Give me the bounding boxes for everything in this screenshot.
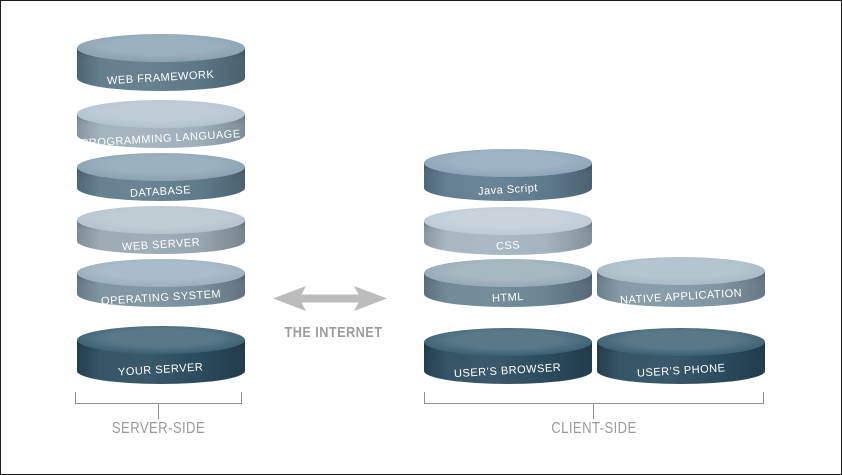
cylinder-label: WEB FRAMEWORK: [107, 68, 215, 87]
cylinder-top-ellipse: [424, 149, 592, 177]
cylinder-label: DATABASE: [130, 184, 192, 200]
cylinder-top-ellipse: [424, 259, 592, 287]
cylinder-label: PROGRAMMING LANGUAGE: [80, 128, 242, 150]
client-side-bracket: [424, 392, 764, 404]
server-side-bracket: [75, 392, 242, 404]
cylinder-label: YOUR SERVER: [118, 361, 204, 379]
cylinder-top-ellipse: [424, 328, 592, 356]
cylinder-users-browser: USER’S BROWSER: [424, 328, 592, 384]
client-web-stack: Java Script CSS HTML USER’S BROWSER: [424, 149, 592, 384]
cylinder-css: CSS: [424, 207, 592, 255]
cylinder-javascript: Java Script: [424, 149, 592, 201]
cylinder-top-ellipse: [77, 100, 245, 128]
cylinder-top-ellipse: [77, 153, 245, 181]
cylinder-label: CSS: [495, 239, 521, 253]
cylinder-top-ellipse: [424, 207, 592, 235]
cylinder-label: USER’S PHONE: [636, 362, 726, 380]
internet-label: THE INTERNET: [284, 324, 383, 341]
cylinder-web-framework: WEB FRAMEWORK: [77, 34, 245, 91]
cylinder-label: NATIVE APPLICATION: [619, 287, 743, 307]
cylinder-label: Java Script: [477, 182, 539, 198]
cylinder-your-server: YOUR SERVER: [77, 326, 245, 384]
cylinder-programming-language: PROGRAMMING LANGUAGE: [77, 100, 245, 150]
cylinder-top-ellipse: [77, 34, 245, 62]
cylinder-web-server: WEB SERVER: [77, 206, 245, 254]
cylinder-top-ellipse: [77, 326, 245, 354]
cylinder-html: HTML: [424, 259, 592, 307]
cylinder-label: HTML: [491, 291, 525, 305]
server-side-label: SERVER-SIDE: [111, 420, 206, 437]
cylinder-top-ellipse: [597, 257, 765, 285]
client-side-label: CLIENT-SIDE: [551, 420, 637, 437]
cylinder-label: USER’S BROWSER: [454, 361, 562, 381]
cylinder-top-ellipse: [597, 328, 765, 356]
server-stack: WEB FRAMEWORK PROGRAMMING LANGUAGE DATAB…: [77, 34, 245, 384]
cylinder-users-phone: USER’S PHONE: [597, 328, 765, 384]
cylinder-label: OPERATING SYSTEM: [100, 288, 222, 308]
internet-arrow-icon: [273, 285, 387, 312]
client-native-stack: NATIVE APPLICATION USER’S PHONE: [597, 257, 765, 384]
server-side-bracket-stem: [158, 404, 159, 419]
cylinder-label: WEB SERVER: [121, 236, 201, 254]
cylinder-top-ellipse: [77, 259, 245, 287]
cylinder-top-ellipse: [77, 206, 245, 234]
cylinder-database: DATABASE: [77, 153, 245, 201]
client-side-bracket-stem: [593, 404, 594, 419]
cylinder-operating-system: OPERATING SYSTEM: [77, 259, 245, 308]
cylinder-native-application: NATIVE APPLICATION: [597, 257, 765, 307]
